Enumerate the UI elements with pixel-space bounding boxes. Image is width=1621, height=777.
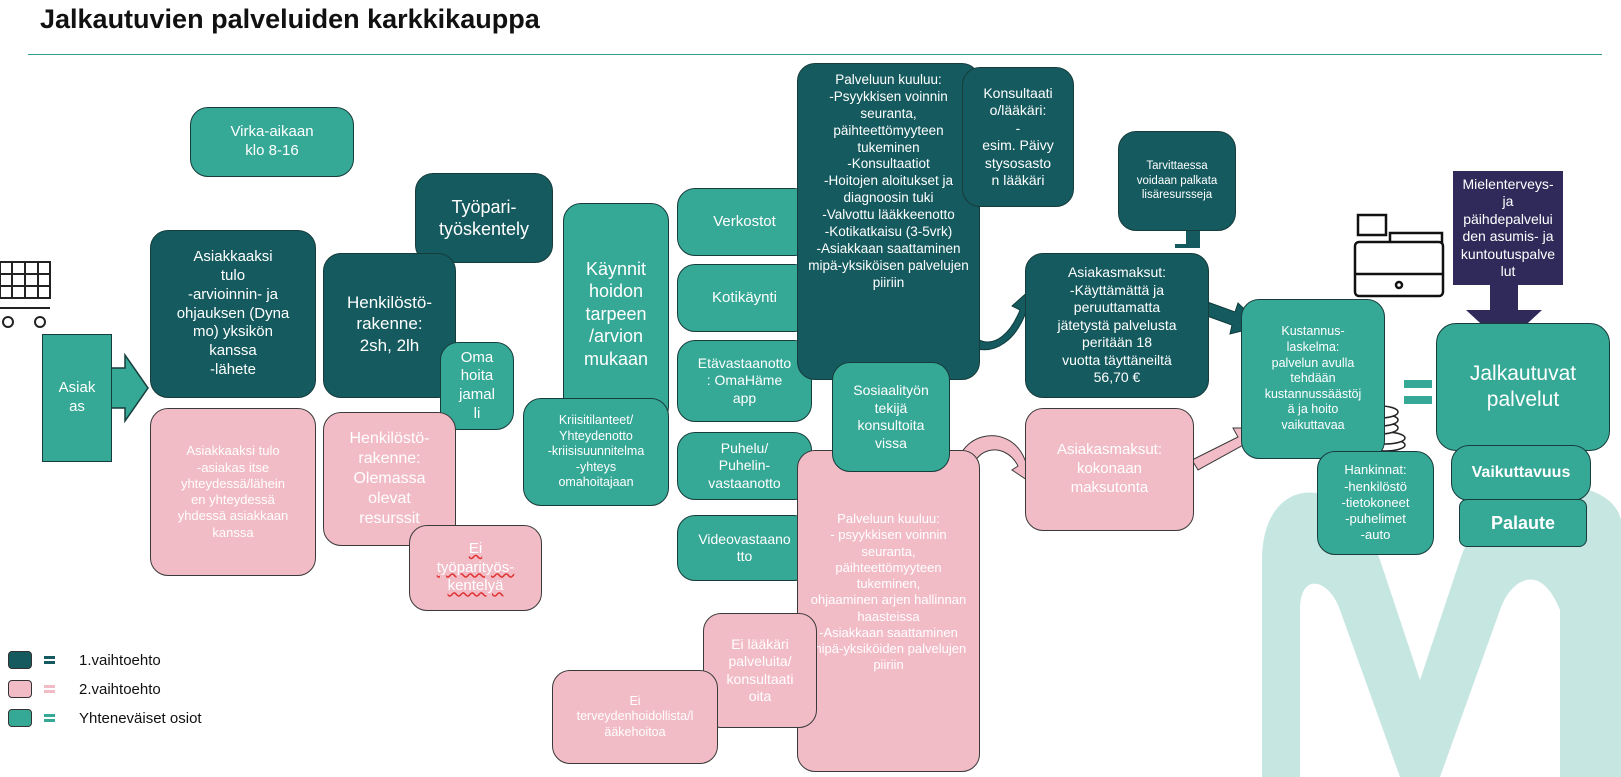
box-asiakas: Asiak as [42, 334, 112, 462]
box-asiakasmaksut-pink: Asiakasmaksut: kokonaan maksutonta [1025, 408, 1194, 531]
box-kotikaynti: Kotikäynti [677, 264, 812, 332]
box-puhelu: Puhelu/ Puhelin- vastaanotto [677, 432, 812, 500]
legend-swatch [8, 651, 32, 669]
legend-item-1: 1.vaihtoehto [8, 651, 161, 669]
box-asiakkaaksi-dark: Asiakkaaksi tulo -arvioinnin- ja ohjauks… [150, 230, 316, 398]
box-ei-terveydenhoito: Ei terveydenhoidollista/l ääkehoitoa [552, 670, 718, 764]
shopping-cart-icon [0, 261, 51, 328]
box-kustannus: Kustannus- laskelma: palvelun avulla teh… [1241, 299, 1385, 459]
box-palveluun-dark: Palveluun kuuluu: -Psyykkisen voinnin se… [797, 63, 980, 380]
box-asiakasmaksut-dark: Asiakasmaksut: -Käyttämättä ja peruuttam… [1025, 253, 1209, 398]
arrow-navy-down [1466, 285, 1542, 345]
box-virka-aikaan: Virka-aikaan klo 8-16 [190, 107, 354, 177]
legend-label: 2.vaihtoehto [79, 680, 161, 698]
legend-label: 1.vaihtoehto [79, 651, 161, 669]
box-omahoitaja: Oma hoita jamal li [440, 342, 514, 430]
box-henkilosto-pink: Henkilöstö- rakenne: Olemassa olevat res… [323, 412, 456, 546]
box-palveluun-pink: Palveluun kuuluu: - psyykkisen voinnin s… [797, 450, 980, 772]
asiakas-arrow-head [109, 352, 149, 424]
legend-swatch [8, 709, 32, 727]
legend-label: Yhteneväiset osiot [79, 709, 202, 727]
box-ei-tyopari: Ei työparityös- kentelyä [409, 525, 542, 611]
equals-icon [44, 656, 55, 664]
box-tyopari: Työpari- työskentely [415, 173, 553, 263]
box-konsultaatio: Konsultaati o/lääkäri: - esim. Päivy sty… [962, 67, 1074, 207]
box-jalkautuvat: Jalkautuvat palvelut [1436, 323, 1610, 451]
equals-icon [1404, 380, 1432, 404]
box-verkostot: Verkostot [677, 188, 812, 256]
box-palaute: Palaute [1459, 499, 1587, 547]
equals-icon [44, 685, 55, 693]
box-tarvittaessa: Tarvittaessa voidaan palkata lisäresurss… [1118, 131, 1236, 231]
box-video: Videovastaano tto [677, 515, 812, 581]
title-divider [28, 54, 1602, 55]
box-henkilosto-dark: Henkilöstö- rakenne: 2sh, 2lh [323, 253, 456, 398]
box-ei-laakari: Ei lääkäri palveluita/ konsultaati oita [703, 613, 817, 728]
box-mielenterveys: Mielenterveys- ja päihdepalvelui den asu… [1453, 171, 1563, 285]
equals-icon [44, 714, 55, 722]
box-vaikuttavuus: Vaikuttavuus [1451, 445, 1591, 501]
legend-swatch [8, 680, 32, 698]
box-etavastaanotto: Etävastaanotto : OmaHäme app [677, 340, 812, 422]
box-kriisi: Kriisitilanteet/ Yhteydenotto -kriisisuu… [523, 398, 669, 506]
legend-item-3: Yhteneväiset osiot [8, 709, 202, 727]
page-title: Jalkautuvien palveluiden karkkikauppa [40, 4, 540, 34]
box-hankinnat: Hankinnat: -henkilöstö -tietokoneet -puh… [1317, 451, 1434, 555]
box-sosiaali: Sosiaalityön tekijä konsultoita vissa [832, 362, 950, 472]
box-kaynnit: Käynnit hoidon tarpeen /arvion mukaan [563, 203, 669, 425]
box-asiakkaaksi-pink: Asiakkaaksi tulo -asiakas itse yhteydess… [150, 408, 316, 576]
legend-item-2: 2.vaihtoehto [8, 680, 161, 698]
cash-register-icon [1353, 213, 1445, 298]
